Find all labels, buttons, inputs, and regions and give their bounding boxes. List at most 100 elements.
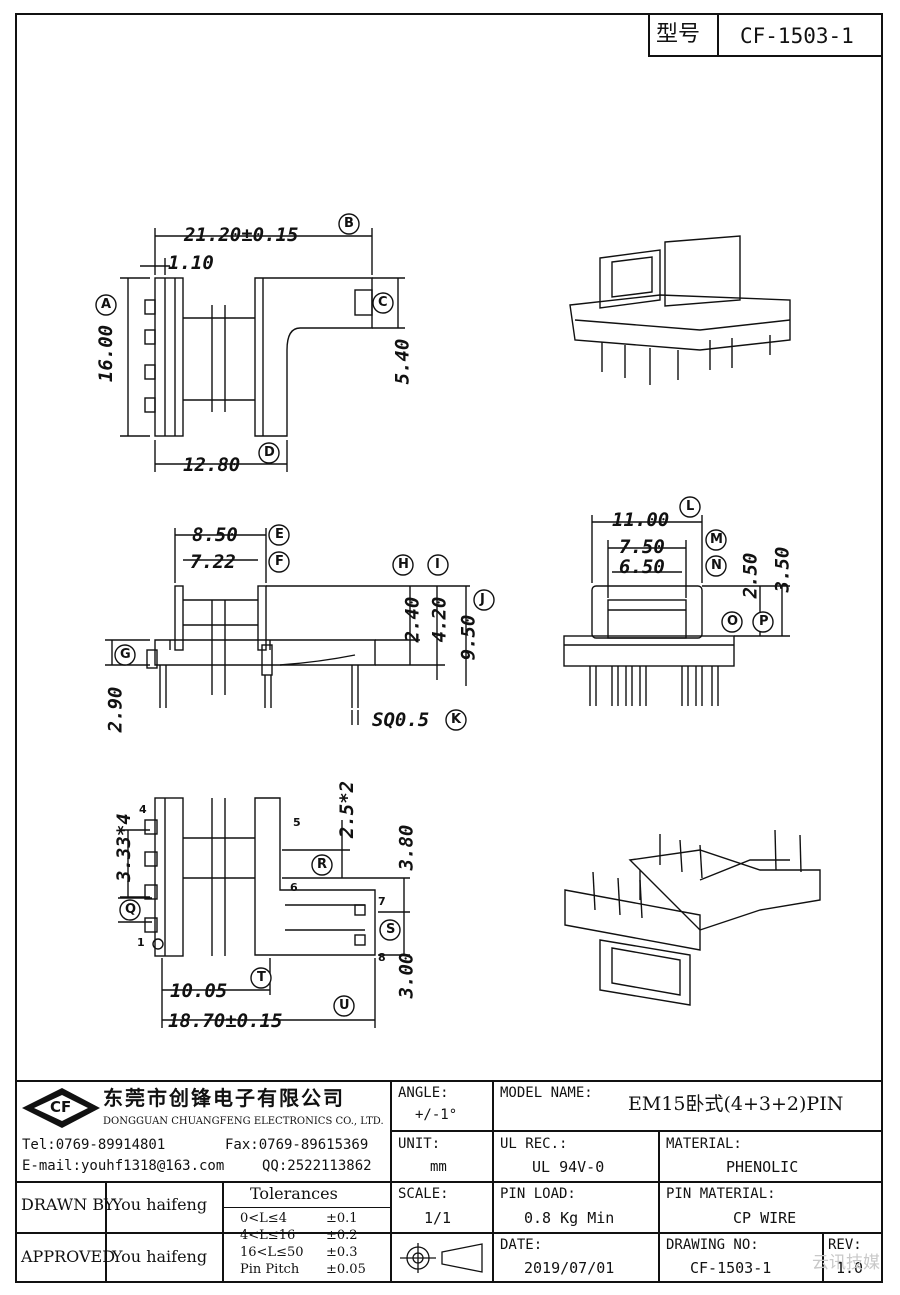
tag-l: L bbox=[686, 499, 695, 514]
technical-drawing bbox=[95, 213, 821, 1028]
tag-d: D bbox=[264, 445, 275, 460]
pin-material-label: PIN MATERIAL: bbox=[666, 1186, 776, 1202]
dim-18-70: 18.70±0.15 bbox=[168, 1010, 283, 1032]
tag-u: U bbox=[339, 998, 350, 1013]
model-label: 型号 bbox=[656, 22, 701, 47]
dim-5-40: 5.40 bbox=[391, 338, 414, 385]
scale-value: 1/1 bbox=[424, 1209, 452, 1227]
material-value: PHENOLIC bbox=[726, 1158, 799, 1176]
angle-label: ANGLE: bbox=[398, 1085, 449, 1101]
dim-3-50: 3.50 bbox=[771, 546, 794, 593]
company-name-en: DONGGUAN CHUANGFENG ELECTRONICS CO., LTD… bbox=[103, 1116, 384, 1127]
dim-2-5x2: 2.5*2 bbox=[336, 780, 359, 839]
pin-load-value: 0.8 Kg Min bbox=[524, 1209, 615, 1227]
company-email: E-mail:youhf1318@163.com bbox=[22, 1158, 225, 1174]
ul-label: UL REC.: bbox=[500, 1136, 568, 1152]
dim-6-50: 6.50 bbox=[619, 556, 665, 578]
rev-value: 1.0 bbox=[836, 1259, 864, 1277]
model-name-value: EM15卧式(4+3+2)PIN bbox=[628, 1093, 844, 1115]
dim-7-50: 7.50 bbox=[619, 536, 665, 558]
dim-3-80: 3.80 bbox=[395, 824, 418, 871]
isometric-view-top bbox=[569, 235, 791, 385]
tag-o: O bbox=[727, 614, 739, 629]
dim-8-50: 8.50 bbox=[192, 524, 238, 546]
pin-8: 8 bbox=[378, 951, 386, 964]
tag-g: G bbox=[120, 647, 131, 662]
tolerances-title: Tolerances bbox=[250, 1184, 338, 1203]
dim-10-05: 10.05 bbox=[170, 980, 228, 1002]
model-header-divider bbox=[717, 13, 719, 57]
unit-value: mm bbox=[430, 1159, 447, 1175]
tb-hline-4 bbox=[222, 1207, 390, 1208]
side-view bbox=[105, 528, 470, 725]
model-code: CF-1503-1 bbox=[740, 24, 854, 48]
approved-label: APPROVED bbox=[21, 1247, 116, 1266]
bottom-view bbox=[118, 797, 410, 1028]
tolerance-value-1: ±0.2 bbox=[326, 1228, 358, 1243]
pin-load-label: PIN LOAD: bbox=[500, 1186, 576, 1202]
pin-material-value: CP WIRE bbox=[733, 1209, 797, 1227]
tolerance-range-1: 4<L≤16 bbox=[240, 1228, 296, 1243]
company-qq: QQ:2522113862 bbox=[262, 1158, 372, 1174]
ul-value: UL 94V-0 bbox=[532, 1158, 605, 1176]
dim-1-10: 1.10 bbox=[168, 252, 214, 274]
drawing-sheet bbox=[15, 13, 883, 1283]
drawn-by-value: You haifeng bbox=[112, 1195, 208, 1214]
approved-value: You haifeng bbox=[112, 1247, 208, 1266]
model-name-label: MODEL NAME: bbox=[500, 1085, 593, 1101]
tag-m: M bbox=[710, 532, 723, 547]
top-view bbox=[120, 228, 405, 472]
tag-c: C bbox=[378, 295, 388, 310]
dim-12-80: 12.80 bbox=[183, 454, 241, 476]
dim-2-50: 2.50 bbox=[739, 552, 762, 599]
tag-k: K bbox=[451, 712, 462, 727]
drawing-no-label: DRAWING NO: bbox=[666, 1237, 759, 1253]
unit-label: UNIT: bbox=[398, 1136, 441, 1152]
dim-2-40: 2.40 bbox=[401, 596, 424, 643]
tag-f: F bbox=[275, 554, 284, 569]
angle-value: +/-1° bbox=[415, 1107, 458, 1123]
dim-sq0-5: SQ0.5 bbox=[372, 709, 430, 731]
tag-q: Q bbox=[125, 902, 137, 917]
dim-9-50: 9.50 bbox=[457, 614, 480, 661]
model-header-box bbox=[648, 13, 883, 57]
tolerance-value-2: ±0.3 bbox=[326, 1245, 358, 1260]
tb-hline-2 bbox=[15, 1181, 883, 1183]
dim-16-00: 16.00 bbox=[95, 324, 118, 383]
date-label: DATE: bbox=[500, 1237, 543, 1253]
material-label: MATERIAL: bbox=[666, 1136, 742, 1152]
tb-hline-1 bbox=[390, 1130, 883, 1132]
front-view bbox=[563, 515, 790, 706]
drawing-no-value: CF-1503-1 bbox=[690, 1259, 772, 1277]
tag-i: I bbox=[435, 557, 440, 572]
tb-vline-3 bbox=[658, 1130, 660, 1283]
isometric-view-bottom bbox=[564, 829, 821, 1006]
tag-s: S bbox=[386, 922, 396, 937]
tb-hline-3 bbox=[15, 1232, 883, 1234]
company-fax: Fax:0769-89615369 bbox=[225, 1137, 369, 1153]
company-tel: Tel:0769-89914801 bbox=[22, 1137, 166, 1153]
watermark: 云讯技媒 bbox=[812, 1253, 880, 1273]
date-value: 2019/07/01 bbox=[524, 1259, 615, 1277]
tag-j: J bbox=[480, 592, 485, 607]
dim-4-20: 4.20 bbox=[428, 596, 451, 643]
rev-label: REV: bbox=[828, 1237, 862, 1253]
tag-a: A bbox=[101, 297, 112, 312]
tag-n: N bbox=[711, 558, 722, 573]
tag-r: R bbox=[317, 857, 328, 872]
tolerance-range-2: 16<L≤50 bbox=[240, 1245, 304, 1260]
dim-21-20: 21.20±0.15 bbox=[184, 224, 299, 246]
tb-vline-4 bbox=[822, 1232, 824, 1283]
dim-2-90: 2.90 bbox=[104, 686, 127, 733]
dim-11-00: 11.00 bbox=[612, 509, 670, 531]
tolerance-value-0: ±0.1 bbox=[326, 1211, 358, 1226]
tag-b: B bbox=[344, 216, 354, 231]
pin-4: 4 bbox=[139, 803, 147, 816]
tolerance-range-3: Pin Pitch bbox=[240, 1262, 300, 1277]
pin-6: 6 bbox=[290, 881, 298, 894]
tolerance-range-0: 0<L≤4 bbox=[240, 1211, 287, 1226]
dim-7-22: 7.22 bbox=[190, 551, 236, 573]
company-logo-text: CF bbox=[50, 1098, 72, 1116]
pin-7: 7 bbox=[378, 895, 386, 908]
title-block bbox=[15, 1080, 883, 1283]
